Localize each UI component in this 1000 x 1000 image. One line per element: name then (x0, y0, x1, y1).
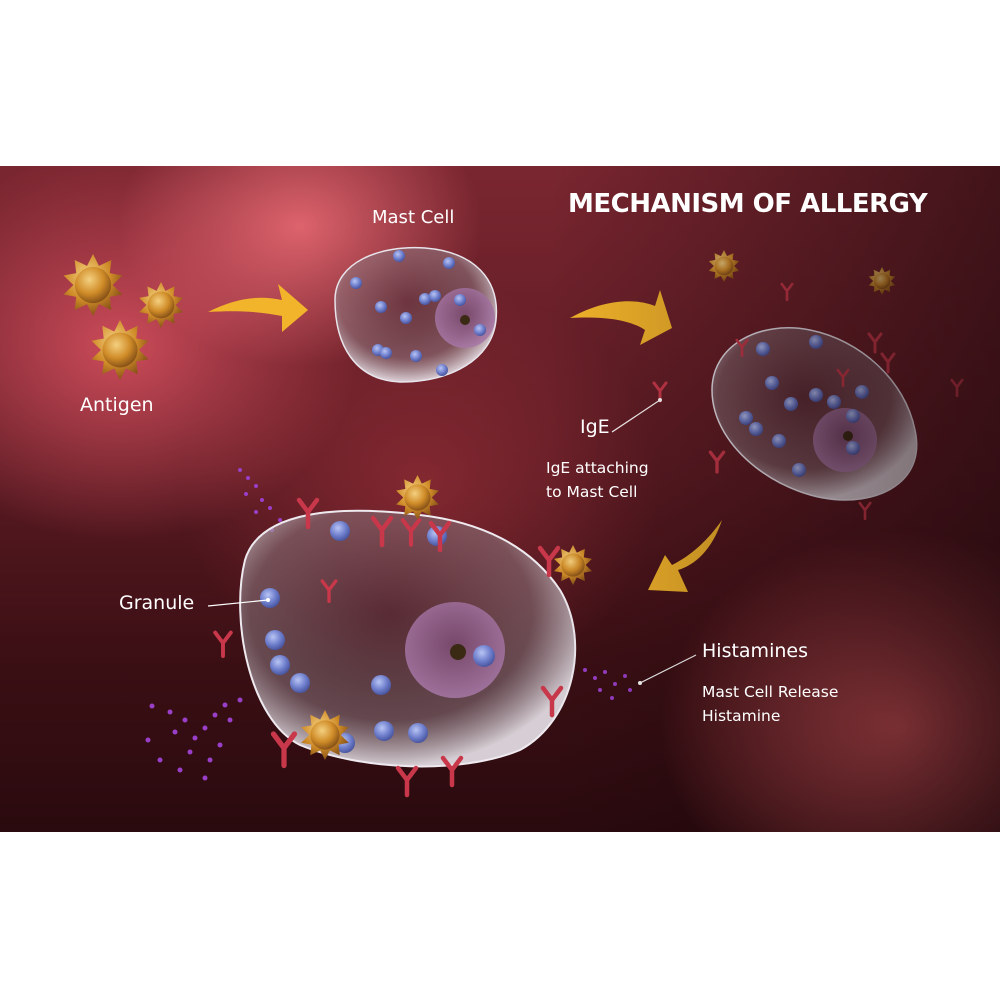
ige-label: IgE (580, 416, 610, 438)
mast-cell-resting (334, 246, 498, 383)
illustration (63, 246, 964, 832)
arrow-icon (570, 290, 672, 345)
mast-cell-sensitized (708, 327, 918, 521)
histamines-label: Histamines (702, 640, 808, 662)
mast-cell-degranulating (215, 475, 592, 795)
ige-caption-line1: IgE attaching (546, 459, 649, 477)
ige-caption-line2: to Mast Cell (546, 483, 638, 501)
arrow-icon (208, 284, 308, 332)
histamine-caption-line2: Histamine (702, 707, 781, 725)
histamine-caption-line1: Mast Cell Release (702, 683, 839, 701)
arrow-icon (648, 520, 722, 592)
diagram-canvas (0, 166, 1000, 832)
antigen-label: Antigen (80, 394, 154, 416)
page-title: MECHANISM OF ALLERGY (568, 189, 928, 219)
mast-cell-label: Mast Cell (372, 207, 455, 228)
antigen-cluster (63, 254, 183, 380)
granule-label: Granule (119, 592, 195, 614)
histamine-particles (145, 468, 632, 781)
